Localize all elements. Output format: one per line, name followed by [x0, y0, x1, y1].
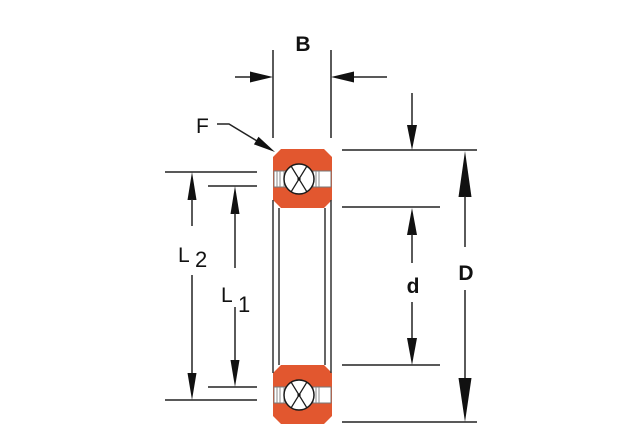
- arrow-down-icon: [187, 373, 197, 400]
- arrow-icon: [253, 136, 275, 152]
- arrow-up-icon: [187, 172, 197, 200]
- label-d-outer: D: [458, 262, 473, 285]
- arrow-right-icon: [250, 71, 273, 83]
- ring-body-outline: [272, 200, 332, 373]
- label-b: B: [295, 33, 310, 56]
- arrow-left-icon: [331, 71, 354, 83]
- arrow-up-icon: [407, 208, 417, 235]
- label-l2-main: L: [178, 244, 190, 267]
- label-l1-main: L: [221, 284, 233, 307]
- ball-center: [297, 177, 301, 181]
- dimension-d-outer: D: [342, 149, 477, 423]
- arrow-down-icon: [407, 125, 417, 150]
- bearing-section-bottom: [273, 365, 332, 424]
- arrow-up-icon: [458, 151, 472, 197]
- label-d-bore: d: [407, 275, 420, 298]
- dimension-b: B: [235, 33, 387, 138]
- arrow-down-icon: [458, 378, 472, 422]
- ball-center: [297, 393, 301, 397]
- arrow-down-icon: [407, 338, 417, 365]
- label-l1-sub: 1: [238, 292, 250, 317]
- dimension-d-bore: d: [342, 93, 440, 366]
- label-f: F: [196, 115, 209, 138]
- label-l2-sub: 2: [195, 247, 207, 272]
- leader-f: F: [196, 115, 275, 152]
- dimension-l1: L 1: [208, 185, 257, 388]
- arrow-down-icon: [230, 360, 240, 387]
- leader-line: [217, 123, 258, 142]
- arrow-up-icon: [230, 186, 240, 214]
- dimension-l2: L 2: [165, 171, 257, 401]
- bearing-section-top: [273, 149, 332, 208]
